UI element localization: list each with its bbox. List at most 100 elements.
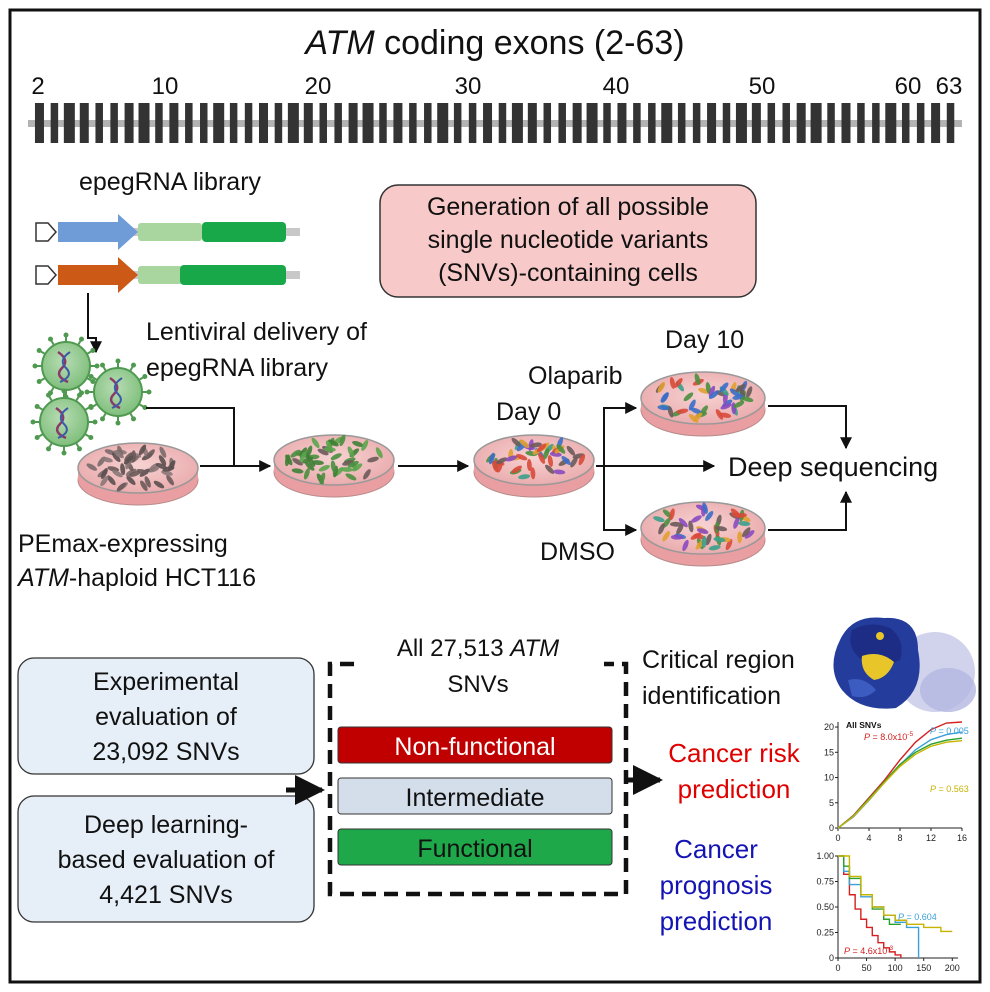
chart1-pvalue: P = 0.563 xyxy=(930,784,969,794)
exon-block xyxy=(810,103,822,143)
exon-block xyxy=(437,103,449,143)
critical-line-1: Critical region xyxy=(642,646,795,674)
chart1-ytick: 5 xyxy=(829,798,834,808)
exon-block xyxy=(857,103,865,143)
exon-block xyxy=(319,103,327,143)
chart2-xtick: 100 xyxy=(888,963,903,973)
cancer-risk-line-2: prediction xyxy=(678,774,791,804)
chart1-xtick: 0 xyxy=(835,833,840,843)
chart1-pvalue: P = 8.0x10-5 xyxy=(864,731,913,742)
delivery-line-1: Lentiviral delivery of xyxy=(146,318,367,346)
exon-block xyxy=(796,103,806,143)
dish-initial xyxy=(77,442,199,506)
exon-block xyxy=(751,103,761,143)
exon-tick-labels: 2 10 20 30 40 50 60 63 xyxy=(31,73,962,100)
exon-block xyxy=(661,103,673,143)
dish-dmso xyxy=(640,501,766,567)
exon-block xyxy=(348,103,358,143)
library-to-virus-arrow xyxy=(87,293,102,354)
chart1-xtick: 12 xyxy=(926,833,936,843)
exon-block xyxy=(229,103,238,143)
exon-block xyxy=(409,103,417,143)
exon-block xyxy=(200,103,208,143)
library-label: epegRNA library xyxy=(79,168,262,196)
exon-block xyxy=(79,103,89,143)
exon-block xyxy=(259,103,268,143)
cancer-prognosis-line-3: prediction xyxy=(660,906,773,936)
exon-block xyxy=(827,103,835,143)
deep-line-3: 4,421 SNVs xyxy=(99,881,232,909)
class-label-intermediate: Intermediate xyxy=(406,784,545,812)
cancer-prognosis-line-1: Cancer xyxy=(674,834,758,864)
day10-label: Day 10 xyxy=(665,326,744,354)
exon-block xyxy=(110,103,118,143)
chart2-xtick: 50 xyxy=(862,963,872,973)
exon-block xyxy=(483,103,493,143)
chart1-xtick: 16 xyxy=(957,833,967,843)
exon-tick-2: 2 xyxy=(31,73,44,100)
class-box-functional xyxy=(337,828,613,866)
epegrna-construct-1 xyxy=(35,214,300,250)
chart2-xtick: 150 xyxy=(916,963,931,973)
exon-block xyxy=(63,103,75,143)
exon-block xyxy=(303,103,313,143)
chart2-xtick: 200 xyxy=(945,963,960,973)
exon-backbone xyxy=(28,120,962,127)
exon-block xyxy=(633,103,641,143)
exon-block xyxy=(603,103,611,143)
cancer-risk-line-1: Cancer risk xyxy=(668,738,800,768)
exon-block xyxy=(527,103,537,143)
exon-block xyxy=(393,103,403,143)
exon-block xyxy=(931,103,941,143)
exon-block xyxy=(453,103,462,143)
exon-block xyxy=(468,103,477,143)
day0-label: Day 0 xyxy=(496,398,561,426)
exon-blocks xyxy=(34,103,955,143)
class-box-nonfunctional xyxy=(337,726,613,764)
exon-block xyxy=(946,103,955,143)
exon-block xyxy=(185,103,193,143)
virus-flow-line xyxy=(146,407,235,466)
arrow-to-dmso xyxy=(603,466,638,536)
exon-block xyxy=(901,103,910,143)
exon-block xyxy=(767,103,776,143)
chart1-ytick: 10 xyxy=(824,773,834,783)
deep-line-2: based evaluation of xyxy=(58,846,275,874)
generation-line-2: single nucleotide variants xyxy=(428,226,709,254)
exon-block xyxy=(617,103,627,143)
exon-block xyxy=(782,103,790,143)
dmso-label: DMSO xyxy=(540,538,615,566)
exon-tick-20: 20 xyxy=(305,73,332,100)
exon-block xyxy=(169,103,179,143)
exon-tick-30: 30 xyxy=(455,73,482,100)
exon-block xyxy=(735,103,747,143)
chart1-ytick: 15 xyxy=(824,747,834,757)
exon-block xyxy=(692,103,701,143)
exon-block xyxy=(586,103,598,143)
exon-block xyxy=(572,103,582,143)
exon-block xyxy=(95,103,103,143)
chart2-ytick: 0 xyxy=(829,953,834,963)
exon-block xyxy=(155,103,163,143)
exon-block xyxy=(558,103,566,143)
exon-block xyxy=(648,103,656,143)
exon-block xyxy=(362,103,374,143)
all-snvs-line-2: SNVs xyxy=(447,671,508,698)
exon-block xyxy=(677,103,686,143)
experimental-line-1: Experimental xyxy=(93,668,239,696)
chart2-ytick: 0.50 xyxy=(816,902,834,912)
exon-block xyxy=(498,103,507,143)
chart2-pvalue: P = 0.604 xyxy=(898,912,937,922)
chart1-ytick: 0 xyxy=(829,823,834,833)
deep-learning-box xyxy=(17,795,315,923)
chart2-ytick: 0.75 xyxy=(816,877,834,887)
exon-block xyxy=(334,103,342,143)
dish-transduced xyxy=(273,434,395,498)
cell-line-1: PEmax-expressing xyxy=(18,530,228,558)
chart2-series-line xyxy=(838,855,953,933)
exon-tick-50: 50 xyxy=(749,73,776,100)
cancer-prognosis-line-2: prognosis xyxy=(660,870,773,900)
exon-block xyxy=(287,103,299,143)
exon-block xyxy=(872,103,880,143)
